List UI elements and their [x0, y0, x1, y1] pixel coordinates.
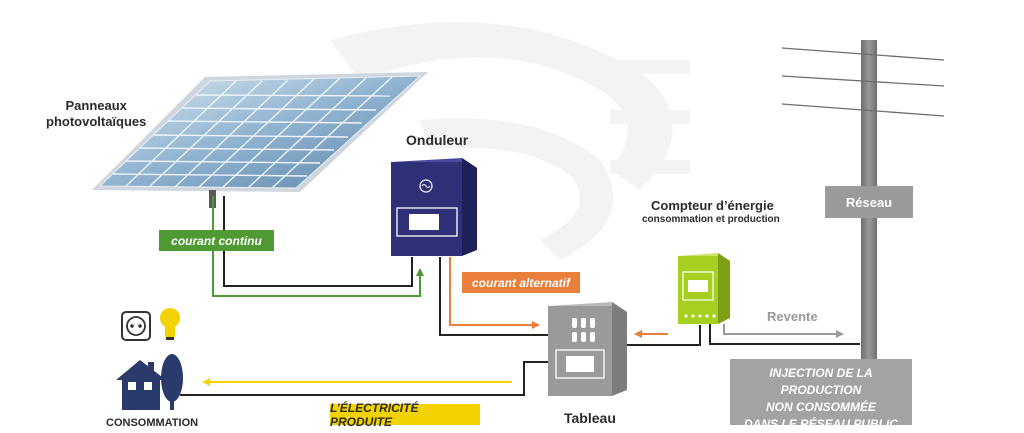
- meter-subtitle: consommation et production: [642, 214, 780, 225]
- resale-label: Revente: [767, 309, 818, 324]
- panels-label: Panneaux photovoltaïques: [46, 98, 146, 130]
- tree-icon: [161, 354, 183, 410]
- meter-grid-wires: [709, 324, 860, 345]
- grid-label: Réseau: [825, 186, 913, 218]
- panels-label-line1: Panneaux: [65, 98, 127, 113]
- switchboard-label: Tableau: [564, 410, 616, 426]
- produced-tag: L’ÉLECTRICITÉ PRODUITE: [330, 401, 480, 429]
- dc-tag: courant continu: [159, 230, 274, 251]
- tableau-meter-wires: [627, 325, 701, 346]
- house-wires: [180, 361, 548, 396]
- energy-meter: [678, 253, 730, 324]
- light-bulb-icon: [160, 308, 180, 340]
- injection-line2: NON CONSOMMÉE: [765, 400, 876, 414]
- injection-line1: INJECTION DE LA PRODUCTION: [769, 366, 873, 397]
- utility-pole: [781, 40, 945, 425]
- switchboard: [548, 302, 627, 396]
- plug-socket-icon: [121, 311, 151, 341]
- solar-panel: [92, 72, 428, 208]
- inverter: [391, 158, 477, 256]
- consumption-label: CONSOMMATION: [106, 417, 199, 429]
- house-icon: [116, 360, 166, 410]
- ac-wires: [439, 257, 548, 336]
- ac-symbol-icon: [419, 179, 433, 193]
- inverter-label: Onduleur: [406, 132, 469, 148]
- injection-box: INJECTION DE LA PRODUCTION NON CONSOMMÉE…: [730, 359, 912, 431]
- panels-label-line2: photovoltaïques: [46, 114, 147, 129]
- watermark-logo: [330, 22, 690, 260]
- meter-title: Compteur d’énergie: [651, 198, 774, 213]
- ac-tag: courant alternatif: [462, 272, 580, 293]
